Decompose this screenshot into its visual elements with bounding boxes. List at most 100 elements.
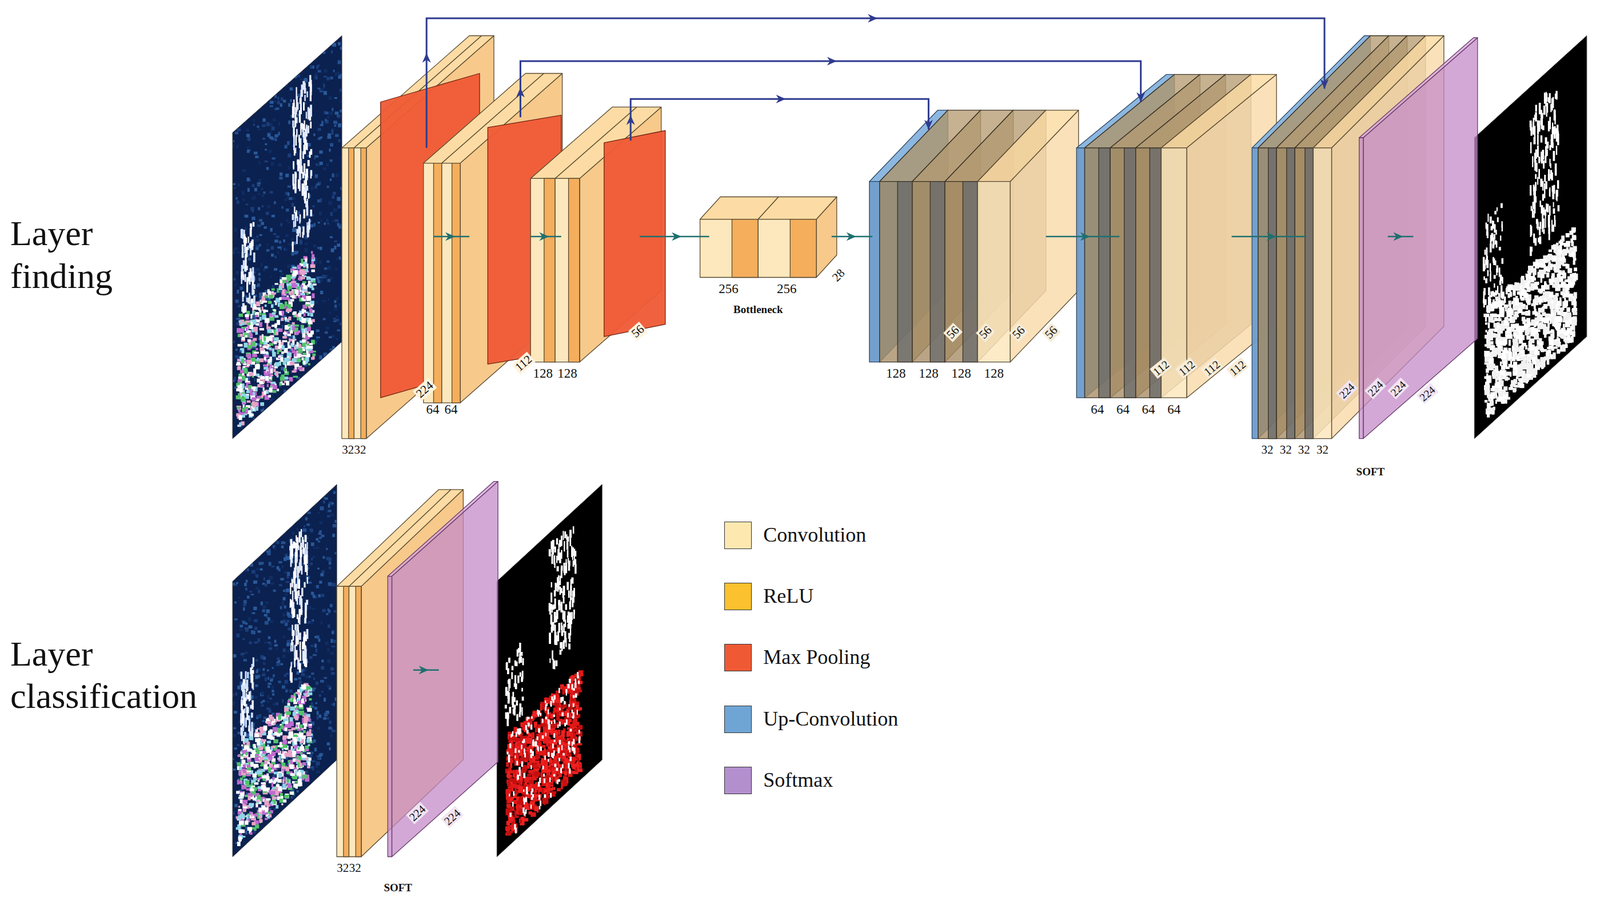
picture-speck: [236, 144, 239, 149]
picture-speck: [286, 304, 291, 309]
picture-speck: [330, 652, 335, 656]
picture-speck: [317, 128, 322, 131]
picture-speck: [327, 222, 330, 225]
picture-speck: [297, 211, 300, 215]
picture-speck: [256, 285, 260, 288]
picture-speck: [262, 118, 266, 122]
picture-speck: [310, 278, 317, 283]
picture-speck: [299, 316, 303, 322]
picture-speck: [236, 317, 241, 321]
picture-speck: [276, 648, 278, 651]
picture-speck: [329, 143, 334, 147]
picture-speck: [286, 276, 292, 281]
picture-speck: [310, 186, 314, 190]
picture-speck: [251, 570, 256, 574]
picture-speck: [258, 292, 263, 297]
picture-speck: [233, 377, 237, 381]
picture-speck: [241, 620, 245, 623]
picture-speck: [264, 318, 270, 324]
picture-speck: [281, 601, 285, 606]
picture-speck: [318, 211, 322, 216]
picture-speck: [254, 364, 261, 370]
picture-speck: [269, 122, 273, 127]
picture-speck: [253, 378, 256, 382]
picture-speck: [284, 357, 290, 362]
picture-speck: [252, 353, 258, 358]
picture-speck: [271, 690, 275, 694]
picture-speck: [297, 312, 302, 317]
picture-speck: [264, 148, 267, 151]
picture-speck: [306, 348, 313, 351]
picture-speck: [289, 338, 293, 342]
picture-speck: [268, 131, 272, 134]
picture-speck: [292, 290, 295, 295]
picture-speck: [270, 276, 273, 278]
picture-speck: [326, 116, 330, 119]
picture-speck: [284, 145, 288, 149]
picture-ground: [232, 36, 342, 440]
picture-speck: [266, 249, 270, 253]
picture-speck: [302, 226, 305, 236]
picture-speck: [278, 240, 282, 244]
picture-speck: [234, 228, 238, 232]
picture-speck: [293, 127, 295, 137]
picture-speck: [258, 128, 262, 131]
picture-speck: [333, 208, 338, 213]
picture-speck: [264, 614, 268, 617]
picture-speck: [255, 247, 259, 251]
picture-speck: [308, 318, 312, 321]
picture-speck: [277, 681, 281, 684]
picture-speck: [281, 317, 284, 322]
picture-speck: [276, 320, 281, 326]
picture-speck: [274, 302, 277, 306]
picture-speck: [309, 80, 313, 93]
picture-speck: [333, 69, 335, 73]
picture-speck: [256, 378, 261, 383]
picture-speck: [314, 174, 318, 179]
picture-speck: [311, 288, 315, 291]
picture-speck: [231, 583, 235, 586]
picture-speck: [317, 568, 320, 570]
picture-speck: [279, 279, 282, 284]
picture-speck: [283, 332, 287, 335]
picture-speck: [301, 673, 306, 677]
picture-speck: [291, 282, 297, 289]
picture-speck: [292, 322, 295, 325]
picture-speck: [284, 553, 287, 557]
picture-speck: [280, 578, 285, 581]
picture-speck: [255, 312, 259, 318]
picture-speck: [318, 260, 322, 265]
picture-speck: [268, 301, 273, 305]
picture-speck: [334, 697, 337, 702]
picture-speck: [333, 121, 338, 125]
picture-speck: [287, 333, 291, 337]
picture-speck: [288, 140, 291, 143]
picture-speck: [264, 300, 267, 303]
picture-speck: [303, 163, 306, 177]
picture-speck: [313, 133, 315, 137]
picture-speck: [298, 680, 302, 685]
picture-speck: [337, 329, 341, 333]
picture-speck: [247, 297, 249, 304]
picture-speck: [337, 42, 341, 46]
picture-speck: [245, 129, 250, 133]
picture-speck: [330, 734, 333, 738]
picture-speck: [303, 525, 306, 529]
input-picture: [231, 36, 344, 440]
picture-speck: [337, 60, 342, 65]
picture-speck: [259, 234, 263, 237]
picture-speck: [248, 617, 251, 622]
picture-speck: [296, 216, 298, 222]
picture-speck: [239, 388, 243, 393]
picture-speck: [299, 241, 303, 246]
picture-speck: [242, 841, 245, 844]
picture-speck: [291, 202, 295, 207]
picture-speck: [310, 313, 314, 318]
picture-speck: [241, 358, 245, 364]
picture-speck: [287, 192, 290, 197]
picture-speck: [260, 376, 265, 380]
picture-speck: [241, 271, 243, 279]
picture-speck: [288, 377, 293, 380]
picture-speck: [292, 214, 295, 221]
